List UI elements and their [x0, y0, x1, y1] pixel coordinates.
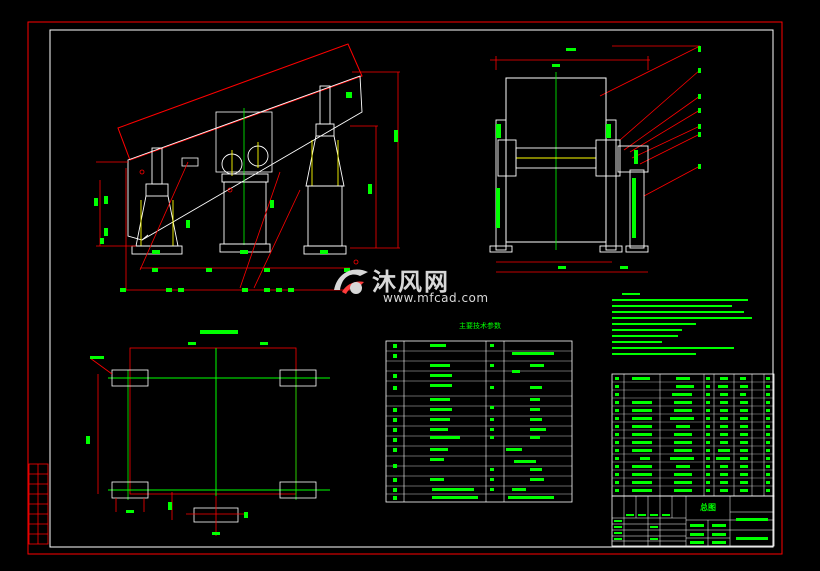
revision-strip — [28, 463, 49, 545]
parts-table-title: 主要技术参数 — [459, 322, 501, 330]
middle-support — [219, 142, 271, 253]
technical-notes — [612, 293, 752, 355]
parts-table — [385, 340, 573, 503]
side-view-labels — [94, 92, 398, 292]
outer-frame — [27, 21, 783, 555]
screen-box — [117, 43, 363, 161]
right-support — [303, 85, 347, 255]
end-view — [489, 45, 701, 273]
watermark-url: www.mfcad.com — [383, 291, 489, 305]
side-view — [94, 43, 400, 292]
bom-table — [611, 373, 775, 497]
mfcad-logo-icon — [334, 269, 368, 294]
title-block — [611, 495, 775, 547]
side-view-dimensions — [96, 71, 400, 291]
inner-frame — [49, 29, 774, 548]
watermark-brand: 沐风网 — [372, 268, 450, 296]
left-support — [131, 147, 183, 255]
plan-view — [86, 330, 330, 536]
drawing-name: 总图 — [700, 503, 716, 512]
